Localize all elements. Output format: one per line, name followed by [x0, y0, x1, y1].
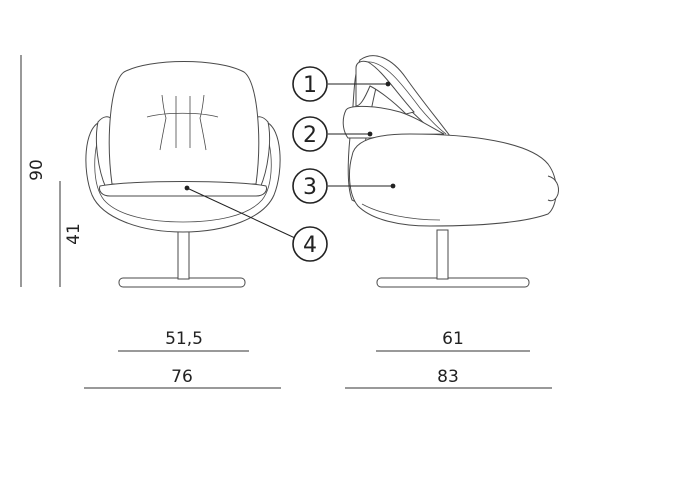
callout-number-2: 2 — [303, 123, 317, 148]
callout-circle-2 — [292, 116, 328, 152]
callout-circle-3 — [292, 168, 328, 204]
total-height-label: 90 — [27, 159, 47, 181]
side-seat-depth-label: 61 — [442, 329, 464, 349]
side-total-depth-label: 83 — [437, 367, 459, 387]
front-back-cushion — [108, 61, 260, 185]
side-base-plate — [376, 277, 530, 288]
callout-circle-1 — [292, 66, 328, 102]
side-view-chair — [342, 55, 559, 288]
front-seat-cushion — [99, 181, 267, 197]
callouts: 1 2 3 4 — [186, 66, 393, 262]
height-dimensions: 90 41 — [20, 55, 84, 287]
callout-number-1: 1 — [303, 73, 317, 98]
front-pole — [177, 225, 190, 280]
callout-circle-4 — [292, 226, 328, 262]
width-dimensions: 51,5 76 61 83 — [84, 329, 552, 389]
side-back-cushion — [355, 60, 415, 115]
side-pole — [436, 229, 449, 280]
front-view-chair — [85, 61, 281, 288]
seat-height-label: 41 — [64, 223, 84, 245]
side-seat-body — [349, 133, 557, 227]
front-seat-width-label: 51,5 — [165, 329, 203, 349]
front-total-width-label: 76 — [171, 367, 193, 387]
callout-number-3: 3 — [303, 175, 317, 200]
callout-number-4: 4 — [303, 233, 317, 258]
side-armrest — [342, 105, 445, 139]
